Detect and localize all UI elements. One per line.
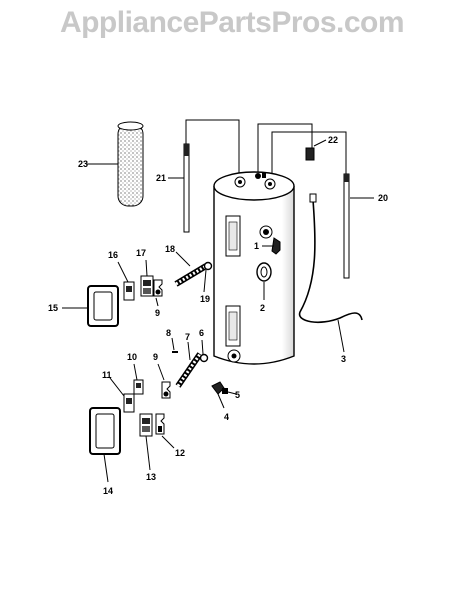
callout-21: 21	[156, 173, 166, 183]
part-19-gasket	[203, 261, 213, 293]
callout-23: 23	[78, 159, 88, 169]
part-13-lower-thermostat	[139, 413, 153, 471]
callout-10: 10	[127, 352, 137, 362]
part-9-upper-clip	[153, 279, 163, 307]
callout-16: 16	[108, 250, 118, 260]
part-4-drain-valve	[211, 381, 225, 409]
callout-9b: 9	[153, 352, 158, 362]
part-16-thermostat-bracket	[117, 261, 135, 301]
callout-4: 4	[224, 412, 229, 422]
callout-12: 12	[175, 448, 185, 458]
callout-3: 3	[341, 354, 346, 364]
part-8-screw	[171, 337, 178, 353]
part-2-nipple	[256, 262, 272, 300]
callout-20: 20	[378, 193, 388, 203]
callout-13: 13	[146, 472, 156, 482]
part-23-insulation-sleeve	[86, 121, 144, 207]
part-6-gasket	[199, 339, 209, 363]
callout-22: 22	[328, 135, 338, 145]
callout-9a: 9	[155, 308, 160, 318]
part-17-upper-thermostat	[140, 259, 154, 297]
part-10-lower-bracket	[133, 363, 144, 395]
callout-17: 17	[136, 248, 146, 258]
part-12-limit-control	[155, 413, 175, 449]
part-9-lower-clip	[157, 363, 171, 399]
callout-11: 11	[102, 370, 112, 380]
part-11-lower-thermostat	[109, 377, 135, 413]
callout-6: 6	[199, 328, 204, 338]
water-heater-tank	[213, 171, 295, 365]
part-3-discharge-hose	[298, 193, 363, 353]
part-5-drain-cap	[222, 388, 237, 395]
part-22-fitting	[257, 123, 327, 176]
callout-14: 14	[103, 486, 113, 496]
callout-2: 2	[260, 303, 265, 313]
part-15-upper-access-cover	[62, 285, 119, 327]
watermark-text: AppliancePartsPros.com	[59, 6, 405, 39]
part-7-lower-element	[175, 341, 203, 388]
part-20-dip-tube	[271, 131, 374, 279]
callout-18: 18	[165, 244, 175, 254]
callout-19: 19	[200, 294, 210, 304]
callout-7: 7	[185, 332, 190, 342]
callout-8: 8	[166, 328, 171, 338]
callout-1: 1	[254, 241, 259, 251]
callout-15: 15	[48, 303, 58, 313]
part-21-anode-rod	[168, 119, 240, 233]
part-18-upper-element	[174, 251, 208, 287]
part-14-lower-access-cover	[89, 407, 121, 483]
callout-5: 5	[235, 390, 240, 400]
part-1-relief-valve	[262, 237, 281, 255]
